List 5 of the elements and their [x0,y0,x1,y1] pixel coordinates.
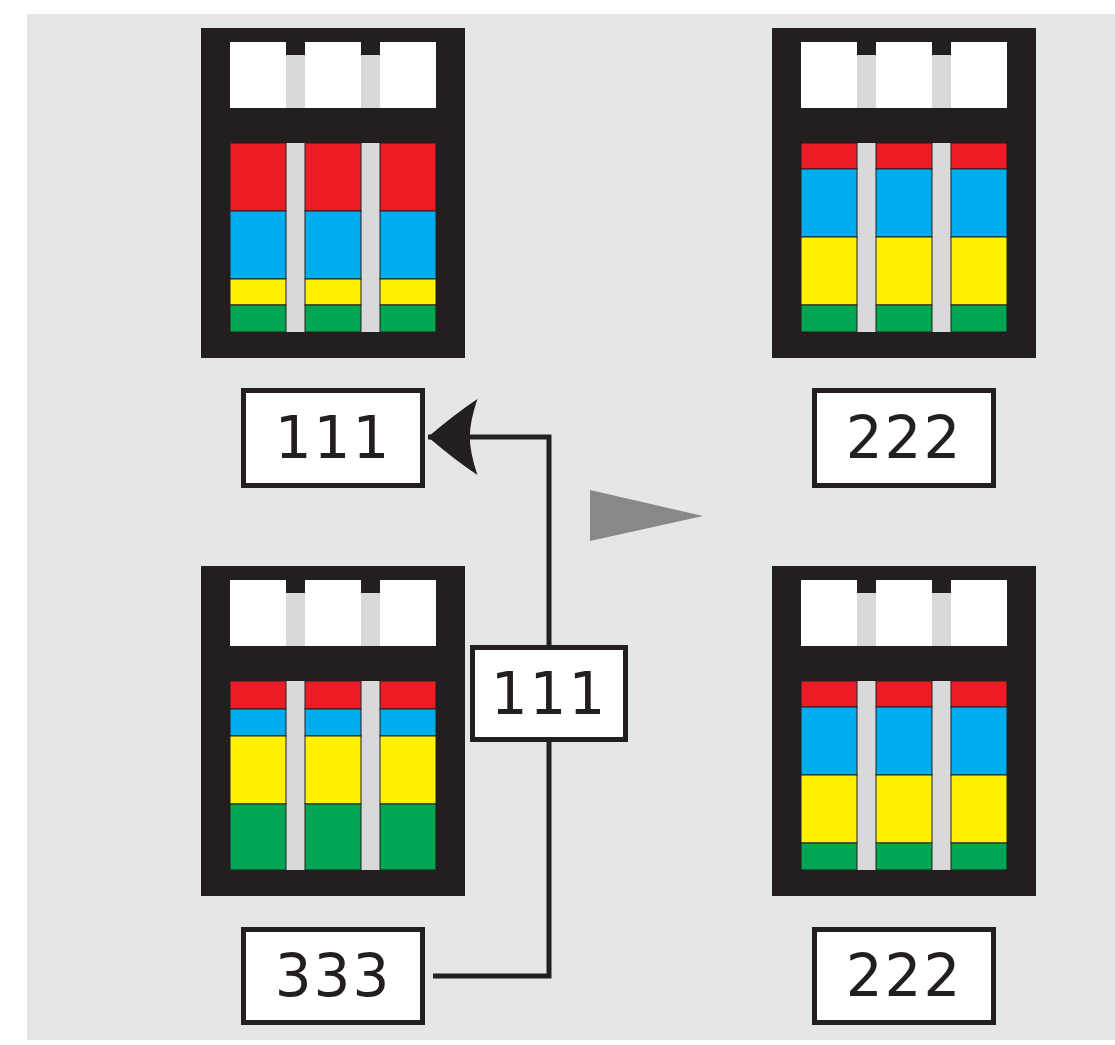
number-label: 222 [812,388,996,488]
number-label: 222 [812,927,996,1025]
number-label: 333 [241,927,425,1025]
number-label: 111 [241,388,425,488]
number-label: 111 [470,645,628,742]
